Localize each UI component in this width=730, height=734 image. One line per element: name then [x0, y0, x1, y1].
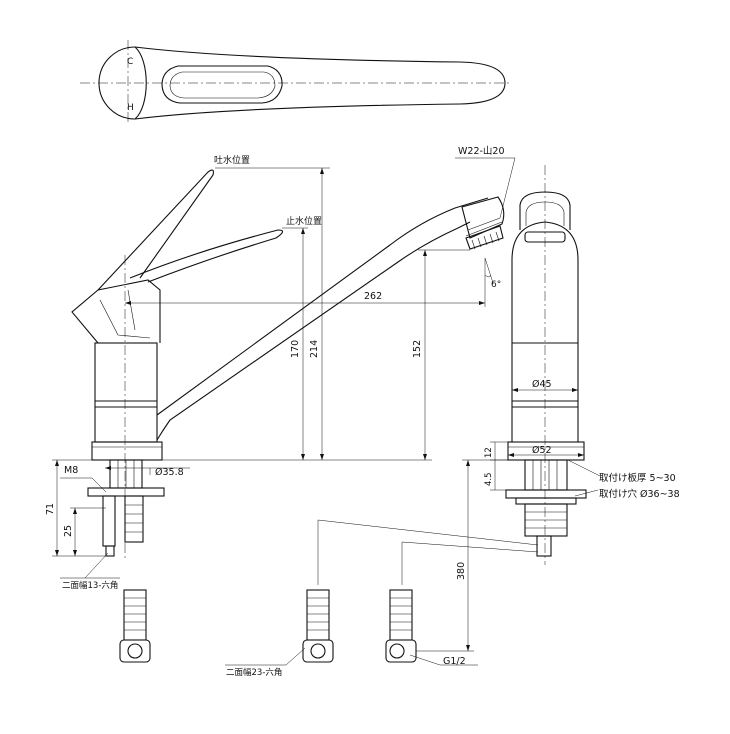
hose-routing: [317, 519, 539, 585]
hose-middle: [302, 589, 334, 663]
label-dia-52: Ø52: [532, 445, 552, 456]
label-dim-262: 262: [364, 291, 382, 302]
label-plate-thickness: 取付け板厚 5~30: [599, 472, 676, 484]
label-angle: 6°: [491, 280, 501, 290]
label-mount-hole: 取付け穴 Ø36~38: [599, 488, 680, 500]
hose-left: [119, 589, 151, 663]
label-dim-380: 380: [456, 562, 467, 580]
label-thread-g12: G1/2: [443, 656, 466, 667]
label-dim-152: 152: [412, 340, 423, 358]
label-bolt-m8: M8: [64, 465, 78, 476]
label-dia-358: Ø35.8: [155, 467, 184, 478]
label-dim-25: 25: [63, 525, 74, 537]
label-dim-214: 214: [309, 340, 320, 358]
label-dim-45: 4.5: [484, 472, 494, 486]
front-view-faucet: [71, 169, 505, 560]
label-hex-13: 二面幅13-六角: [62, 580, 118, 591]
handle-label-c: C: [127, 57, 133, 67]
side-view-faucet: [505, 165, 587, 565]
label-dim-170: 170: [290, 340, 301, 358]
top-view-handle: C H: [80, 40, 510, 125]
label-dia-45: Ø45: [532, 379, 552, 390]
label-dim-12: 12: [484, 447, 494, 458]
label-dim-71: 71: [45, 503, 56, 515]
dimensions: [52, 157, 601, 666]
dimension-labels: 吐水位置 止水位置 W22-山20 6° 262 170 214 152 Ø45…: [45, 146, 680, 678]
label-hex-23: 二面幅23-六角: [226, 667, 282, 678]
hose-right: [385, 589, 417, 663]
label-spout-position: 吐水位置: [214, 154, 250, 166]
handle-label-h: H: [127, 103, 134, 113]
label-thread-spec: W22-山20: [458, 146, 505, 157]
label-stop-position: 止水位置: [286, 215, 322, 227]
